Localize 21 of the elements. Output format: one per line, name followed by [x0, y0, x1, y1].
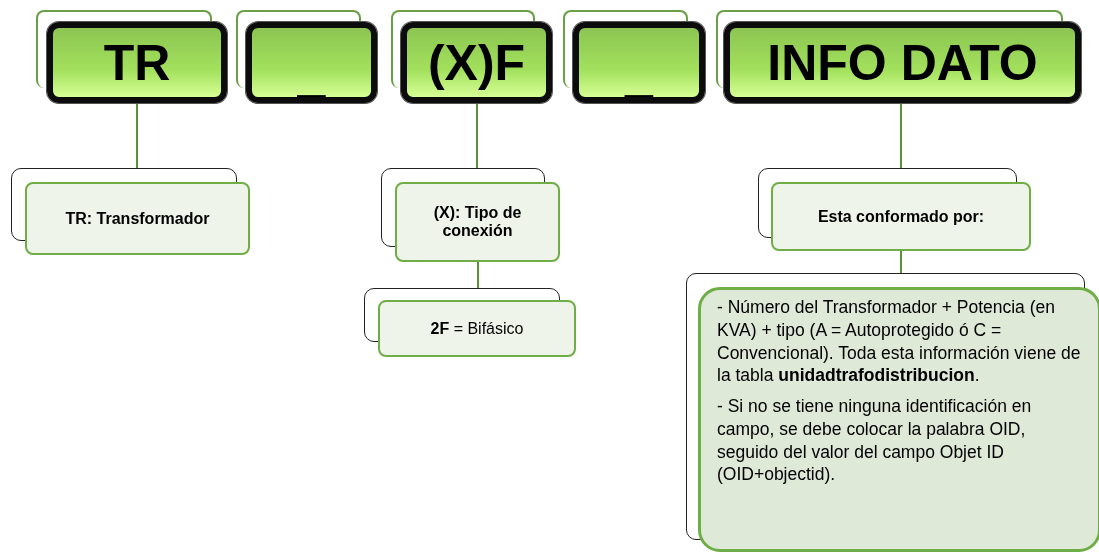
code-segment-box [573, 22, 705, 103]
segment-label: _ [625, 52, 653, 97]
description-text: Esta conformado por: [817, 207, 985, 226]
segment-label: _ [297, 52, 326, 97]
segment-label: TR [103, 33, 171, 92]
code-segment-box [246, 22, 377, 103]
description-text: 2F = Bifásico [430, 319, 524, 338]
description-box [378, 300, 576, 357]
description-text: - Número del Transformador + Potencia (en KVA) + tipo (A = Autoprotegido ó C = Convencional). Toda esta información viene de la tabla unidadtrafodistribucion. [717, 296, 1082, 387]
code-segment-box [401, 22, 552, 103]
description-box [25, 182, 250, 255]
description-text: TR: Transformador [65, 209, 210, 228]
description-box [771, 182, 1031, 251]
segment-label: (X)F [427, 33, 526, 92]
note-box [698, 287, 1099, 552]
code-segment-box [724, 22, 1081, 103]
segment-label: INFO DATO [767, 33, 1038, 92]
code-segment-box [47, 22, 227, 103]
description-text: - Si no se tiene ninguna identificación en campo, se debe colocar la palabra OID, seguido del valor del campo Objet ID (OID+objectid). [717, 395, 1033, 486]
description-box [395, 182, 560, 262]
description-text: (X): Tipo de conexión [432, 204, 523, 240]
